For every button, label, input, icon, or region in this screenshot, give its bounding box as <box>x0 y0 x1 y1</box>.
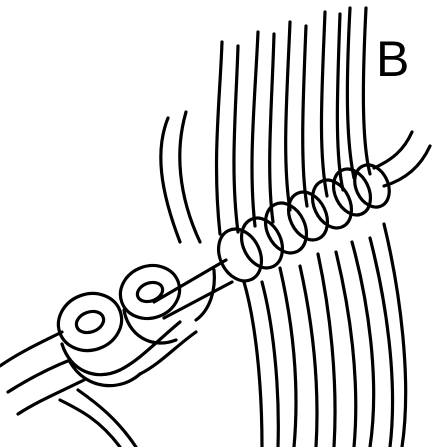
figure-label: B <box>376 34 409 84</box>
loop-knots <box>50 257 214 385</box>
lower-left-strands <box>60 390 136 447</box>
